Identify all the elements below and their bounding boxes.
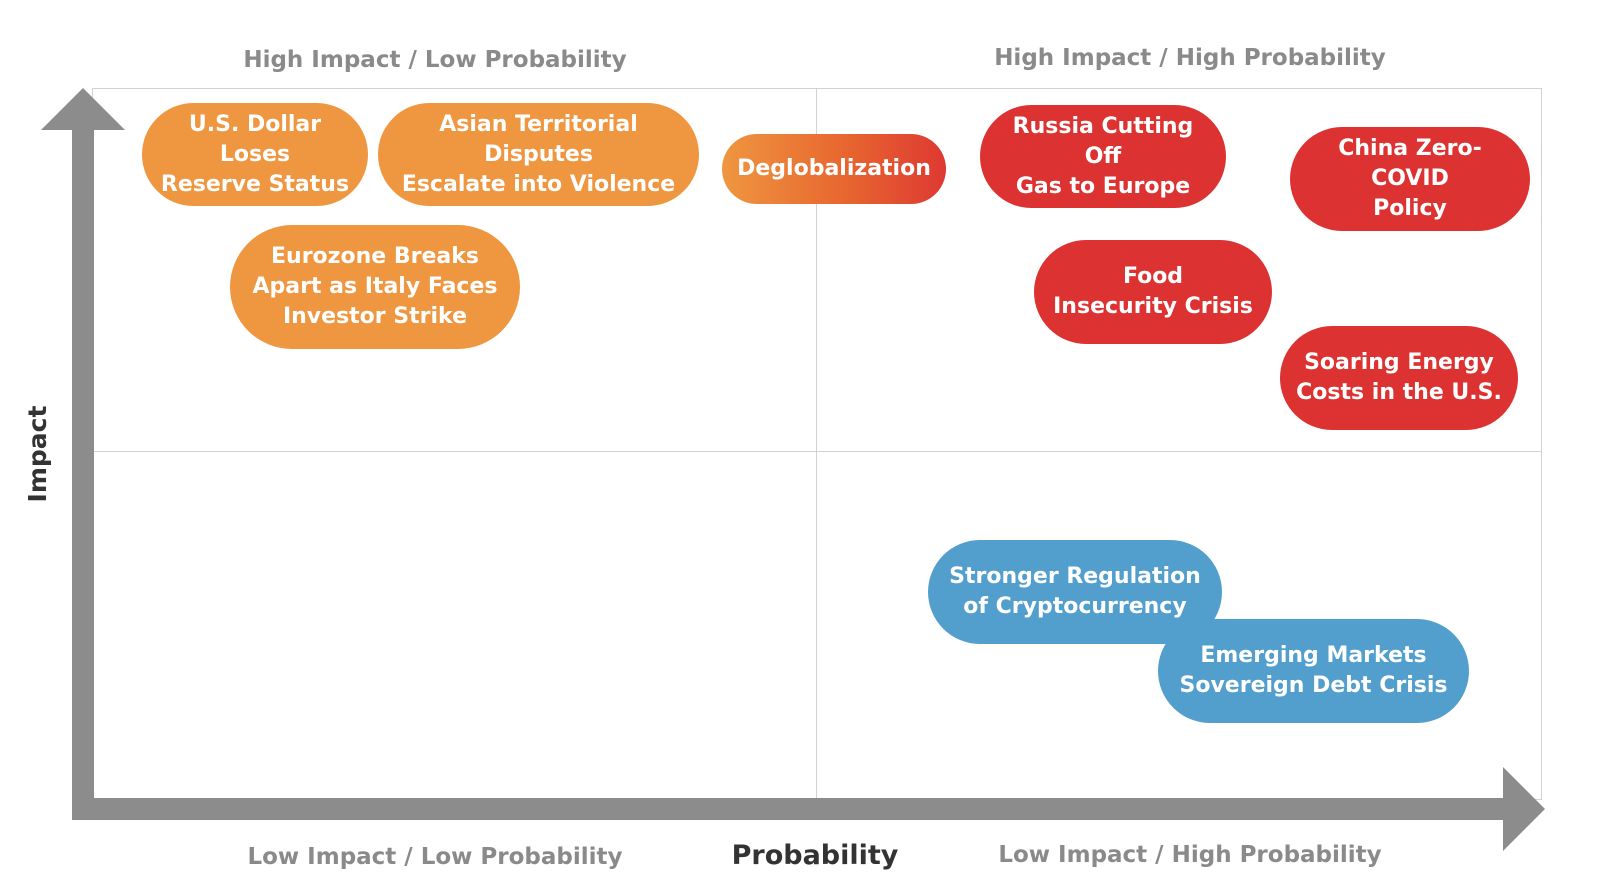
x-axis-title: Probability xyxy=(731,840,899,871)
y-axis-arrowhead xyxy=(41,88,125,130)
risk-pill-label: Stronger Regulation of Cryptocurrency xyxy=(949,564,1201,619)
risk-pill-deglobalization: Deglobalization xyxy=(722,134,946,204)
y-axis-shaft xyxy=(72,122,94,820)
risk-pill-soaring-energy-costs: Soaring Energy Costs in the U.S. xyxy=(1280,326,1518,430)
risk-pill-label: Deglobalization xyxy=(737,156,931,181)
risk-pill-us-dollar: U.S. Dollar Loses Reserve Status xyxy=(142,103,368,206)
vertical-divider xyxy=(816,88,817,800)
risk-pill-asian-territorial-disputes: Asian Territorial Disputes Escalate into… xyxy=(378,103,699,206)
risk-pill-russia-gas: Russia Cutting Off Gas to Europe xyxy=(980,105,1226,208)
x-axis-arrowhead xyxy=(1503,767,1545,851)
quadrant-label-bottom-right: Low Impact / High Probability xyxy=(998,842,1382,868)
risk-pill-label: Soaring Energy Costs in the U.S. xyxy=(1296,350,1502,405)
x-axis-shaft xyxy=(72,798,1510,820)
quadrant-label-top-right: High Impact / High Probability xyxy=(994,45,1386,71)
risk-pill-crypto-regulation: Stronger Regulation of Cryptocurrency xyxy=(928,540,1222,644)
risk-pill-label: China Zero-COVID Policy xyxy=(1338,136,1482,221)
risk-pill-label: Asian Territorial Disputes Escalate into… xyxy=(401,111,676,197)
risk-pill-china-zero-covid: China Zero-COVID Policy xyxy=(1290,127,1530,231)
risk-pill-food-insecurity: Food Insecurity Crisis xyxy=(1034,240,1272,344)
risk-pill-label: Emerging Markets Sovereign Debt Crisis xyxy=(1179,643,1448,698)
risk-pill-emerging-markets-debt: Emerging Markets Sovereign Debt Crisis xyxy=(1158,619,1469,723)
risk-pill-label: Food Insecurity Crisis xyxy=(1053,264,1253,319)
risk-pill-label: U.S. Dollar Loses Reserve Status xyxy=(160,111,350,197)
risk-pill-label: Russia Cutting Off Gas to Europe xyxy=(1012,113,1194,199)
y-axis-title: Impact xyxy=(23,405,52,503)
horizontal-divider xyxy=(92,451,1542,452)
risk-pill-eurozone-breakup: Eurozone Breaks Apart as Italy Faces Inv… xyxy=(230,225,520,349)
quadrant-label-bottom-left: Low Impact / Low Probability xyxy=(247,844,623,870)
quadrant-label-top-left: High Impact / Low Probability xyxy=(243,47,627,73)
risk-pill-label: Eurozone Breaks Apart as Italy Faces Inv… xyxy=(252,244,498,329)
